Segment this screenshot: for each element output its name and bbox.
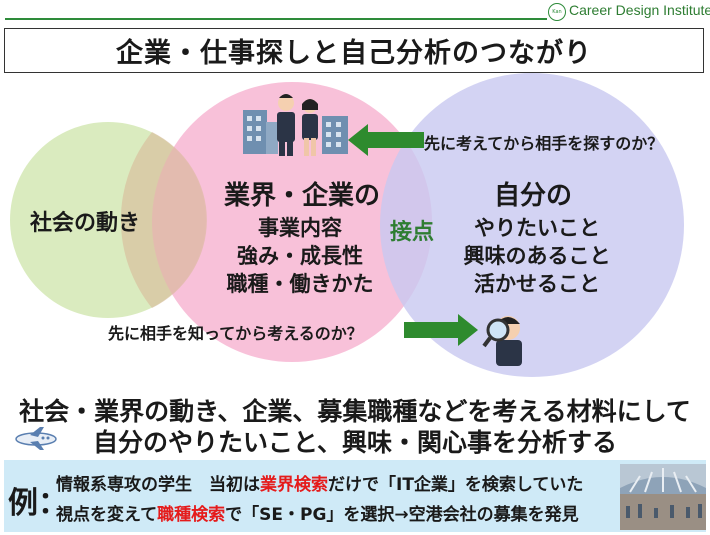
question-think-first: 先に考えてから相手を探すのか？ (424, 134, 664, 153)
example-text: だけで「IT企業」を検索していた (328, 475, 584, 495)
example-highlight: 職種検索 (157, 505, 226, 525)
contact-label: 接点 (390, 220, 435, 245)
society-label: 社会の動き (30, 211, 141, 236)
message-line-2: 自分のやりたいこと、興味・関心事を分析する (92, 428, 617, 457)
example-line-1: 情報系専攻の学生 当初は業界検索だけで「IT企業」を検索していた (56, 470, 583, 495)
example-line-2: 視点を変えて職種検索で「SE・PG」を選択→空港会社の募集を発見 (56, 500, 579, 525)
self-heading: 自分の (493, 181, 572, 211)
society-industry-overlap (120, 132, 207, 308)
self-item: 活かせること (474, 272, 600, 296)
logo-mark: Kan (548, 3, 566, 21)
example-highlight: 業界検索 (260, 475, 328, 495)
industry-heading: 業界・企業の (223, 181, 380, 211)
business-people-icon (277, 94, 318, 156)
logo-text: Career Design Institute (569, 2, 710, 18)
example-box (4, 460, 706, 532)
self-item: やりたいこと (474, 216, 600, 240)
airplane-icon (15, 427, 57, 450)
industry-item: 強み・成長性 (237, 244, 363, 268)
airport-photo (620, 464, 706, 530)
arrow-left-icon (348, 124, 424, 156)
example-text: 情報系専攻の学生 当初は (56, 475, 260, 495)
arrow-right-icon (404, 314, 478, 346)
magnifier-person-icon (482, 316, 522, 366)
office-buildings-icon (243, 110, 348, 154)
example-label: 例： (8, 486, 68, 521)
self-item: 興味のあること (463, 244, 611, 268)
self-circle (380, 73, 684, 377)
question-know-first: 先に相手を知ってから考えるのか？ (108, 324, 363, 343)
industry-item: 職種・働きかた (226, 272, 374, 296)
example-text: 視点を変えて (56, 505, 158, 525)
industry-circle (152, 82, 432, 362)
page-title: 企業・仕事探しと自己分析のつながり (4, 28, 704, 73)
header-rule (5, 18, 547, 20)
example-text: で「SE・PG」を選択→空港会社の募集を発見 (225, 505, 579, 525)
industry-item: 事業内容 (258, 216, 342, 240)
message-line-1: 社会・業界の動き、企業、募集職種などを考える材料にして (19, 397, 691, 426)
